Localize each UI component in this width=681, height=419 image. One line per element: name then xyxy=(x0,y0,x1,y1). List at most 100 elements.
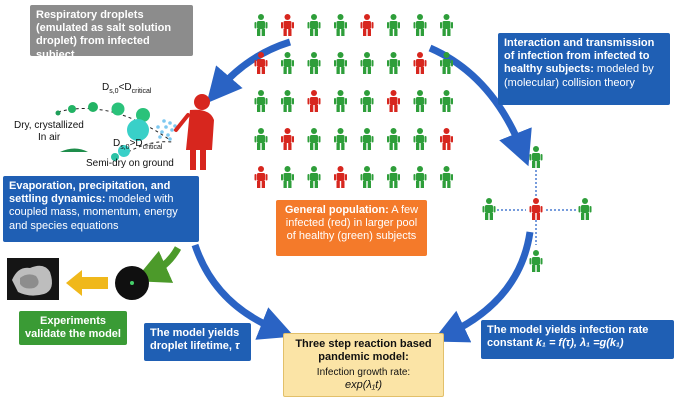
infected-person xyxy=(254,166,268,188)
healthy-person xyxy=(413,14,427,36)
transmission-cross xyxy=(482,146,592,272)
droplet-dot xyxy=(111,102,125,116)
crystal-image xyxy=(7,258,59,300)
experiments-text: Experiments validate the model xyxy=(25,315,121,341)
healthy-person xyxy=(360,90,374,112)
growth-formula: exp(λ₁t) xyxy=(344,379,382,392)
healthy-person xyxy=(334,90,347,112)
growth-label: Infection growth rate: xyxy=(316,367,411,379)
population-box: General population: A few infected (red)… xyxy=(276,200,427,256)
healthy-person xyxy=(578,198,592,220)
healthy-person xyxy=(413,128,427,150)
d-greater-mid: >D xyxy=(129,138,143,149)
healthy-person xyxy=(360,52,374,74)
d-less-sym: D xyxy=(102,82,110,93)
infected-person xyxy=(360,14,374,36)
spray-icon xyxy=(156,119,177,141)
infection-rate-text: The model yields infection rate constant xyxy=(487,324,649,350)
healthy-person xyxy=(440,14,453,36)
infected-person xyxy=(281,128,294,150)
yellow-arrow xyxy=(66,270,108,296)
healthy-person xyxy=(281,52,294,74)
evaporation-bold: Evaporation, precipitation, and settling… xyxy=(9,180,171,206)
dry-ground-label: Semi-dry on ground xyxy=(86,158,174,169)
spray-droplet xyxy=(160,130,164,134)
healthy-person xyxy=(254,128,268,150)
lifetime-symbol: τ xyxy=(234,340,240,353)
healthy-person xyxy=(413,90,427,112)
infected-person xyxy=(529,198,543,220)
healthy-person xyxy=(307,52,321,74)
healthy-person xyxy=(387,52,400,74)
lifetime-text: The model yields droplet lifetime, xyxy=(150,327,240,353)
healthy-person xyxy=(360,128,374,150)
infected-person xyxy=(387,90,400,112)
arrow-interaction-to-model xyxy=(432,231,534,343)
healthy-person xyxy=(529,250,543,272)
healthy-person xyxy=(440,166,453,188)
healthy-person xyxy=(387,128,400,150)
d-less-sub: s,0 xyxy=(109,88,119,95)
in-air-label: In air xyxy=(38,132,61,143)
healthy-person xyxy=(529,146,543,168)
healthy-person xyxy=(440,52,453,74)
d-greater-sub2: critical xyxy=(142,144,163,151)
evaporation-rest: modeled with coupled mass, momentum, ene… xyxy=(9,193,178,232)
healthy-person xyxy=(482,198,496,220)
healthy-person xyxy=(334,128,347,150)
d-less-sub2: critical xyxy=(131,88,152,95)
droplet-dot xyxy=(68,105,76,113)
spray-droplet xyxy=(158,135,162,139)
trajectory-lower xyxy=(127,141,173,153)
healthy-person xyxy=(307,14,321,36)
evaporation-box: Evaporation, precipitation, and settling… xyxy=(3,176,199,242)
interaction-rest: modeled by (molecular) collision theory xyxy=(504,63,654,89)
d-greater-sym: D xyxy=(113,138,121,149)
spray-droplet xyxy=(170,128,174,132)
infected-person-icon xyxy=(174,94,214,170)
infection-rate-formula: k₁ = f(τ), λ₁ =g(k₁) xyxy=(535,337,624,350)
experiments-box: Experiments validate the model xyxy=(19,311,127,345)
healthy-person xyxy=(254,14,268,36)
healthy-person xyxy=(413,166,427,188)
droplet-dot xyxy=(136,108,150,122)
droplet-dot xyxy=(118,145,130,157)
population-rest: A few infected (red) in larger pool of h… xyxy=(285,204,419,243)
interaction-box: Interaction and transmission of infectio… xyxy=(498,33,670,105)
droplet-trajectories xyxy=(55,102,173,161)
healthy-person xyxy=(281,90,294,112)
d-greater-label: Ds,0>Dcritical xyxy=(113,138,162,151)
infected-person xyxy=(307,90,321,112)
three-step-title: Three step reaction based pandemic model… xyxy=(295,338,432,364)
d-greater-sub: s,0 xyxy=(120,144,130,151)
spray-droplet xyxy=(173,124,177,128)
healthy-person xyxy=(334,14,347,36)
infected-person xyxy=(334,166,347,188)
healthy-person xyxy=(281,166,294,188)
interaction-bold: Interaction and transmission of infectio… xyxy=(504,37,655,76)
droplet-image xyxy=(115,266,149,300)
droplets-text: Respiratory droplets (emulated as salt s… xyxy=(36,9,172,61)
d-less-mid: <D xyxy=(118,82,132,93)
healthy-person xyxy=(307,166,321,188)
lifetime-box: The model yields droplet lifetime, τ xyxy=(144,323,251,361)
spray-droplet xyxy=(168,137,172,141)
droplet-dot xyxy=(127,119,149,141)
spray-droplet xyxy=(156,125,160,129)
spray-droplet xyxy=(168,121,172,125)
ground-deposit xyxy=(60,148,88,152)
healthy-person xyxy=(334,52,347,74)
arrow-evaporation-to-experiments xyxy=(134,246,182,283)
dry-label: Dry, crystallized xyxy=(14,120,84,131)
spray-droplet xyxy=(164,125,168,129)
population-bold: General population: xyxy=(284,204,389,216)
droplet-dot xyxy=(111,153,119,161)
healthy-person xyxy=(387,14,400,36)
spray-droplet xyxy=(166,133,170,137)
healthy-person xyxy=(307,128,321,150)
healthy-person xyxy=(254,90,268,112)
droplet-dot xyxy=(88,102,98,112)
arrow-evaporation-to-model xyxy=(191,243,295,340)
